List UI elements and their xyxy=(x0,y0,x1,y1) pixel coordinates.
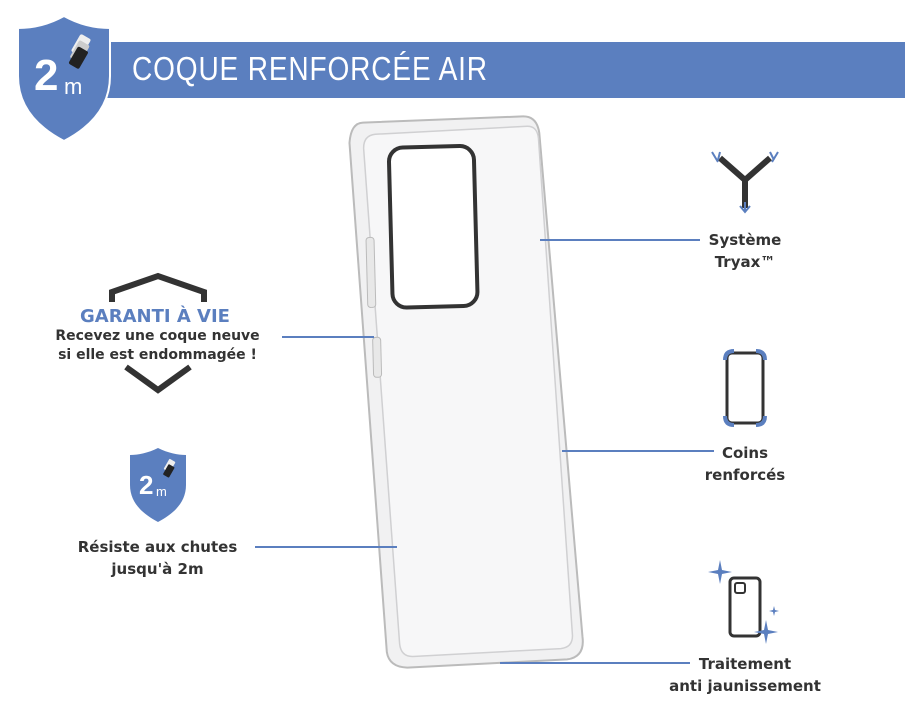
connector-line xyxy=(540,239,700,241)
anti-yellow-label: Traitement anti jaunissement xyxy=(669,655,821,695)
badge-number: 2 xyxy=(34,51,58,100)
sparkle-phone-icon xyxy=(708,560,779,644)
corners-label: Coins renforcés xyxy=(704,444,786,484)
drop-shield-badge: 2 m xyxy=(17,14,111,143)
tryax-icon xyxy=(711,151,779,214)
warranty-text: Recevez une coque neuve si elle est endo… xyxy=(55,328,260,363)
connector-line xyxy=(562,450,714,452)
title-banner xyxy=(105,42,905,98)
tryax-label: Système Tryax™ xyxy=(708,231,782,271)
svg-text:2: 2 xyxy=(139,470,153,500)
drop-small-shield-icon: 2 m xyxy=(130,448,186,522)
warranty-shield-icon xyxy=(109,272,207,394)
phone-case-image xyxy=(348,115,584,669)
reinforced-corners-icon xyxy=(723,349,767,427)
connector-line xyxy=(282,336,374,338)
connector-line xyxy=(500,662,690,664)
svg-text:m: m xyxy=(156,484,167,499)
connector-line xyxy=(255,546,397,548)
camera-cutout xyxy=(386,144,480,310)
warranty-title: GARANTI À VIE xyxy=(80,306,230,327)
phone-stack-icon xyxy=(69,34,91,69)
page-title: COQUE RENFORCÉE AIR xyxy=(132,50,488,87)
drop-label: Résiste aux chutes jusqu'à 2m xyxy=(77,538,238,578)
badge-unit: m xyxy=(64,74,82,99)
